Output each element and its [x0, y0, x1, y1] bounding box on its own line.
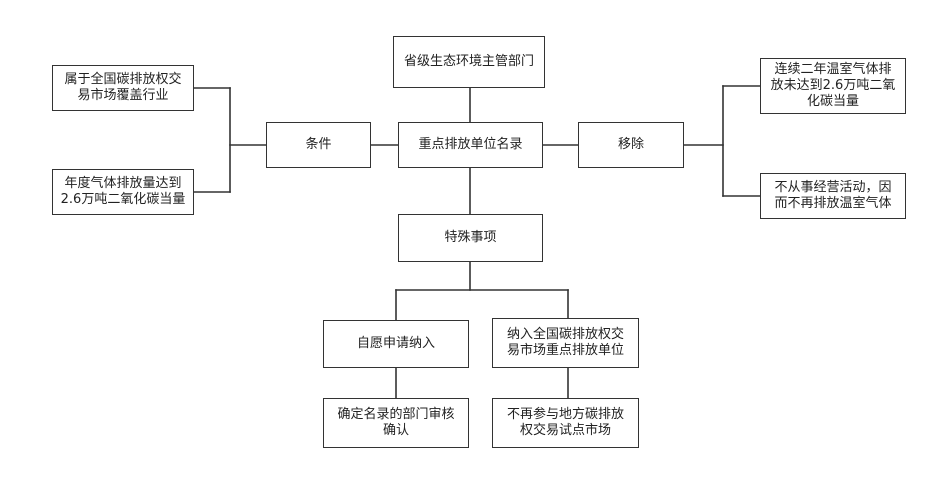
node-cond-national-market: 属于全国碳排放权交 易市场覆盖行业 [52, 65, 194, 111]
node-removal: 移除 [578, 122, 684, 168]
node-no-local-pilot: 不再参与地方碳排放 权交易试点市场 [492, 398, 639, 448]
node-dept-confirm: 确定名录的部门审核 确认 [323, 398, 469, 448]
node-included-national: 纳入全国碳排放权交 易市场重点排放单位 [492, 318, 639, 368]
node-key-list: 重点排放单位名录 [398, 122, 543, 168]
node-cond-annual-emission: 年度气体排放量达到 2.6万吨二氧化碳当量 [52, 169, 194, 215]
node-removal-no-activity: 不从事经营活动，因 而不再排放温室气体 [760, 173, 906, 219]
node-province-dept: 省级生态环境主管部门 [393, 36, 545, 88]
node-removal-two-years: 连续二年温室气体排 放未达到2.6万吨二氧 化碳当量 [760, 58, 906, 114]
node-voluntary-apply: 自愿申请纳入 [323, 320, 469, 368]
node-special-items: 特殊事项 [398, 214, 543, 262]
node-condition: 条件 [266, 122, 371, 168]
